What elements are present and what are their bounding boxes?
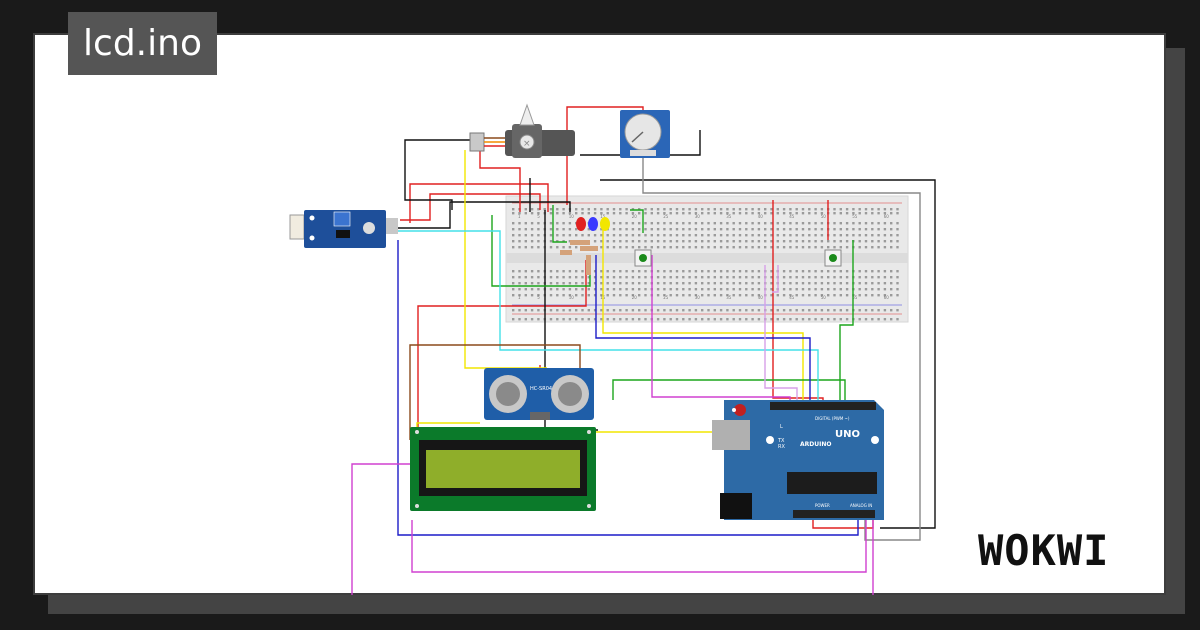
breadboard-number: 35 bbox=[726, 214, 732, 219]
ultrasonic-sensor[interactable]: HC-SR04 bbox=[484, 368, 594, 420]
push-button-1[interactable] bbox=[634, 249, 652, 267]
breadboard-number: 25 bbox=[663, 214, 669, 219]
breadboard-number: 5 bbox=[537, 214, 540, 219]
lcd-display[interactable] bbox=[410, 427, 596, 511]
svg-text:×: × bbox=[523, 139, 531, 149]
photoresistor-module[interactable] bbox=[289, 210, 398, 248]
breadboard-number: 10 bbox=[569, 214, 575, 219]
arduino-analog-label: ANALOG IN bbox=[850, 503, 872, 508]
ultrasonic-model-label: HC-SR04 bbox=[530, 386, 552, 392]
led-array[interactable] bbox=[560, 217, 610, 275]
breadboard-number: 10 bbox=[569, 295, 575, 300]
breadboard-number: 60 bbox=[884, 295, 890, 300]
breadboard-number: 1 bbox=[518, 214, 521, 219]
breadboard-number: 1 bbox=[518, 295, 521, 300]
breadboard-number: 45 bbox=[789, 295, 795, 300]
arduino-uno[interactable]: UNO ARDUINO DIGITAL (PWM ~) ANALOG IN PO… bbox=[712, 400, 884, 520]
breadboard-number: 30 bbox=[695, 214, 701, 219]
arduino-digital-label: DIGITAL (PWM ~) bbox=[815, 416, 850, 421]
breadboard-number: 50 bbox=[821, 214, 827, 219]
arduino-power-label: POWER bbox=[815, 503, 830, 508]
breadboard-number: 60 bbox=[884, 214, 890, 219]
arduino-led-rx: RX bbox=[778, 444, 785, 450]
breadboard-number: 20 bbox=[632, 295, 638, 300]
file-name-tab: lcd.ino bbox=[68, 12, 217, 75]
arduino-led-tx: TX bbox=[777, 438, 785, 444]
arduino-led-l: L bbox=[780, 424, 783, 430]
breadboard-number: 30 bbox=[695, 295, 701, 300]
breadboard-number: 5 bbox=[537, 295, 540, 300]
breadboard-number: 20 bbox=[632, 214, 638, 219]
breadboard-number: 55 bbox=[852, 214, 858, 219]
breadboard-number: 50 bbox=[821, 295, 827, 300]
arduino-uno-label: UNO bbox=[835, 429, 860, 440]
breadboard-number: 40 bbox=[758, 214, 764, 219]
servo-motor[interactable]: × bbox=[469, 103, 575, 158]
breadboard-number: 25 bbox=[663, 295, 669, 300]
wires bbox=[351, 106, 936, 595]
breadboard-number: 15 bbox=[600, 214, 606, 219]
breadboard[interactable]: 1155101015152020252530303535404045455050… bbox=[505, 195, 909, 323]
breadboard-number: 35 bbox=[726, 295, 732, 300]
breadboard-number: 55 bbox=[852, 295, 858, 300]
potentiometer[interactable] bbox=[620, 110, 670, 158]
push-button-2[interactable] bbox=[824, 249, 842, 267]
breadboard-number: 45 bbox=[789, 214, 795, 219]
wokwi-logo: WOKWI bbox=[978, 526, 1110, 575]
breadboard-number: 40 bbox=[758, 295, 764, 300]
arduino-brand-label: ARDUINO bbox=[800, 441, 831, 448]
breadboard-holes bbox=[512, 208, 899, 321]
